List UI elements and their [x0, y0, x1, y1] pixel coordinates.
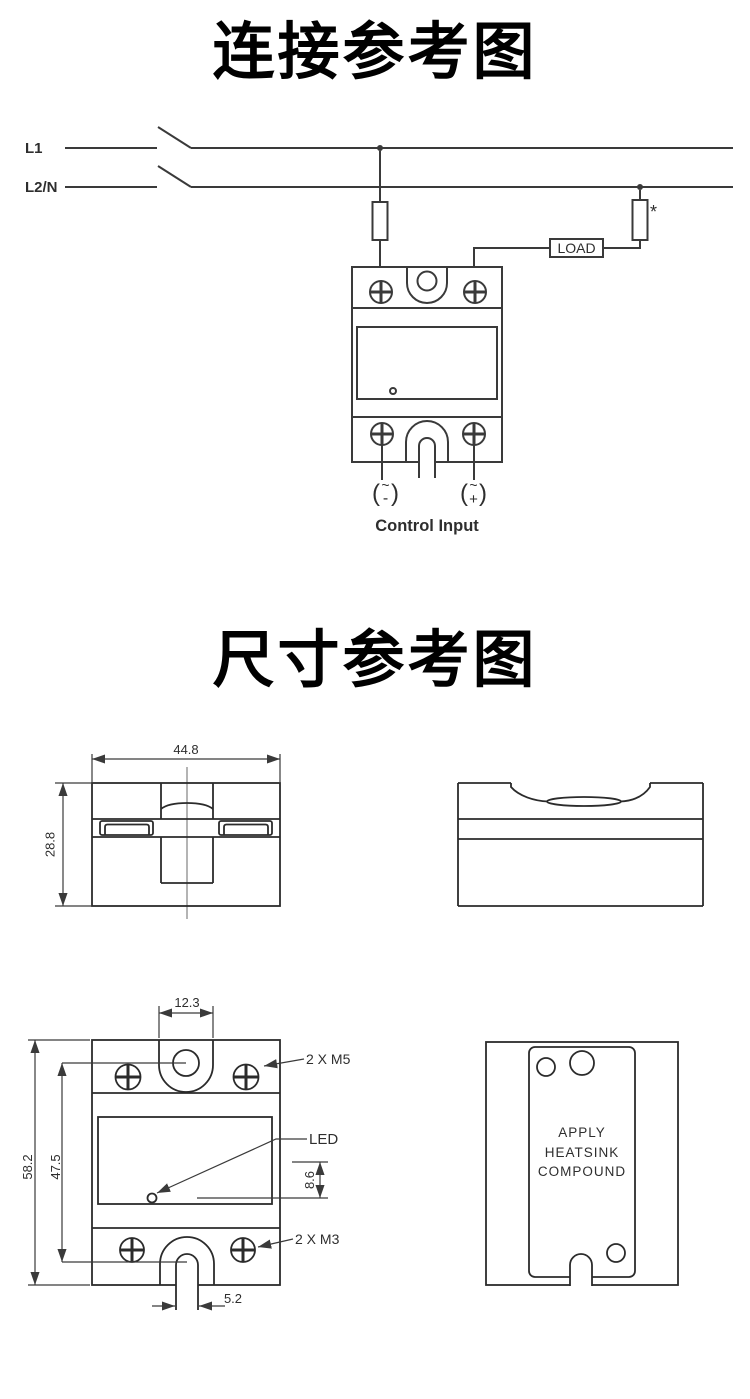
- extension-lines: [91, 754, 281, 783]
- fixing-hole: [606, 1243, 626, 1263]
- dome-lens: [546, 796, 622, 807]
- top-view: 44.8 28.8: [43, 742, 281, 919]
- mounting-slot: [569, 1253, 593, 1286]
- band-lines: [92, 818, 280, 838]
- extension-lines: [62, 1062, 187, 1263]
- l2n-label: L2/N: [25, 179, 58, 196]
- control-negative-label: ( ~ - ): [372, 477, 399, 507]
- band-lines: [458, 818, 703, 840]
- disconnect-switch-blade: [157, 165, 192, 188]
- heatsink-note-line2: HEATSINK: [545, 1145, 620, 1160]
- wire: [603, 240, 641, 249]
- body-outline: [91, 782, 281, 907]
- junction-dot: [637, 184, 643, 190]
- divider-lines: [92, 1092, 280, 1229]
- mounting-arch: [159, 1236, 215, 1285]
- wire: [473, 247, 550, 268]
- heatsink-note-line3: COMPOUND: [538, 1164, 626, 1179]
- terminal-block-inner: [223, 823, 269, 835]
- bottom-screw-spec-label: 2 X M3: [295, 1231, 340, 1247]
- paren-open: (: [460, 480, 468, 507]
- terminal-block: [99, 820, 154, 836]
- screw-terminal-icon: [370, 422, 394, 446]
- tab-hole-width-dimension: 12.3: [174, 995, 199, 1010]
- minus-mark: -: [383, 490, 388, 507]
- leader-arrow: [156, 1138, 307, 1194]
- screw-terminal-icon: [114, 1063, 142, 1091]
- fuse-symbol: [371, 201, 389, 241]
- slot-width-dimension: 5.2: [224, 1291, 242, 1306]
- led-callout-label: LED: [309, 1131, 338, 1148]
- extension-lines: [55, 782, 92, 907]
- width-dimension: 44.8: [173, 742, 198, 757]
- extension-lines: [158, 1006, 214, 1038]
- l1-label: L1: [25, 140, 43, 157]
- junction-dot: [377, 145, 383, 151]
- scoop-curve: [619, 783, 651, 803]
- led-indicator: [389, 387, 397, 395]
- heatsink-note-line1: APPLY: [558, 1125, 606, 1140]
- screw-terminal-icon: [232, 1063, 260, 1091]
- paren-close: ): [479, 480, 487, 507]
- mount-span-dimension: 47.5: [48, 1154, 63, 1179]
- ssr-device: [351, 266, 503, 480]
- fixing-hole: [536, 1057, 556, 1077]
- baseplate: [528, 1046, 636, 1278]
- load-label: LOAD: [557, 240, 595, 256]
- body-outline: [457, 782, 704, 907]
- terminal-block-inner: [104, 823, 150, 835]
- connection-diagram: LOAD *: [25, 126, 733, 535]
- screw-terminal-icon: [119, 1237, 145, 1263]
- center-strip: [160, 783, 214, 819]
- side-view: [457, 782, 704, 907]
- line-fuse-branch: [371, 151, 389, 268]
- disconnect-switch-blade: [157, 126, 192, 149]
- center-block: [160, 837, 214, 884]
- mounting-tab: [406, 267, 448, 304]
- dimension-drawings: 44.8 28.8: [20, 742, 704, 1311]
- fuse-symbol: [631, 199, 649, 241]
- connection-title: 连接参考图: [212, 15, 538, 88]
- screw-terminal-icon: [230, 1237, 256, 1263]
- tilde-mark: ~: [469, 477, 477, 493]
- screw-terminal-icon: [369, 280, 393, 304]
- power-line-l1: [65, 126, 733, 149]
- load-branch: [473, 190, 649, 268]
- mounting-tab: [158, 1040, 214, 1093]
- scoop-curve: [510, 783, 549, 803]
- label-area: [97, 1116, 273, 1205]
- paren-close: ): [391, 480, 399, 507]
- overall-height-dimension: 58.2: [20, 1154, 35, 1179]
- mounting-arch: [405, 420, 449, 462]
- control-positive-label: ( ~ + ): [460, 477, 487, 508]
- power-line-l2n: [65, 165, 733, 188]
- mounting-hole: [416, 270, 438, 292]
- mounting-slot: [418, 437, 436, 478]
- tilde-mark: ~: [381, 477, 389, 493]
- top-screw-spec-label: 2 X M5: [306, 1051, 351, 1067]
- fuse-asterisk: *: [650, 202, 657, 222]
- screw-terminal-icon: [462, 422, 486, 446]
- leader-arrow: [263, 1058, 305, 1069]
- control-input-caption: Control Input: [375, 517, 479, 535]
- mounting-slot: [175, 1253, 199, 1310]
- back-view: APPLY HEATSINK COMPOUND: [485, 1041, 679, 1286]
- led-indicator: [146, 1192, 158, 1204]
- depth-dimension: 28.8: [43, 832, 58, 857]
- plus-mark: +: [469, 491, 478, 508]
- front-view: 12.3 58.2 47.5 8.6 5.2 2 X M5 2 X M3 LED: [20, 995, 351, 1311]
- leader-arrow: [257, 1238, 294, 1249]
- paren-open: (: [372, 480, 380, 507]
- control-wire-stubs: [381, 445, 475, 480]
- dimensions-title: 尺寸参考图: [212, 623, 538, 696]
- terminal-dome: [160, 802, 214, 810]
- fixing-hole: [569, 1050, 595, 1076]
- terminal-block: [218, 820, 273, 836]
- screw-terminal-icon: [463, 280, 487, 304]
- led-offset-dimension: 8.6: [302, 1171, 317, 1189]
- label-area: [356, 326, 498, 400]
